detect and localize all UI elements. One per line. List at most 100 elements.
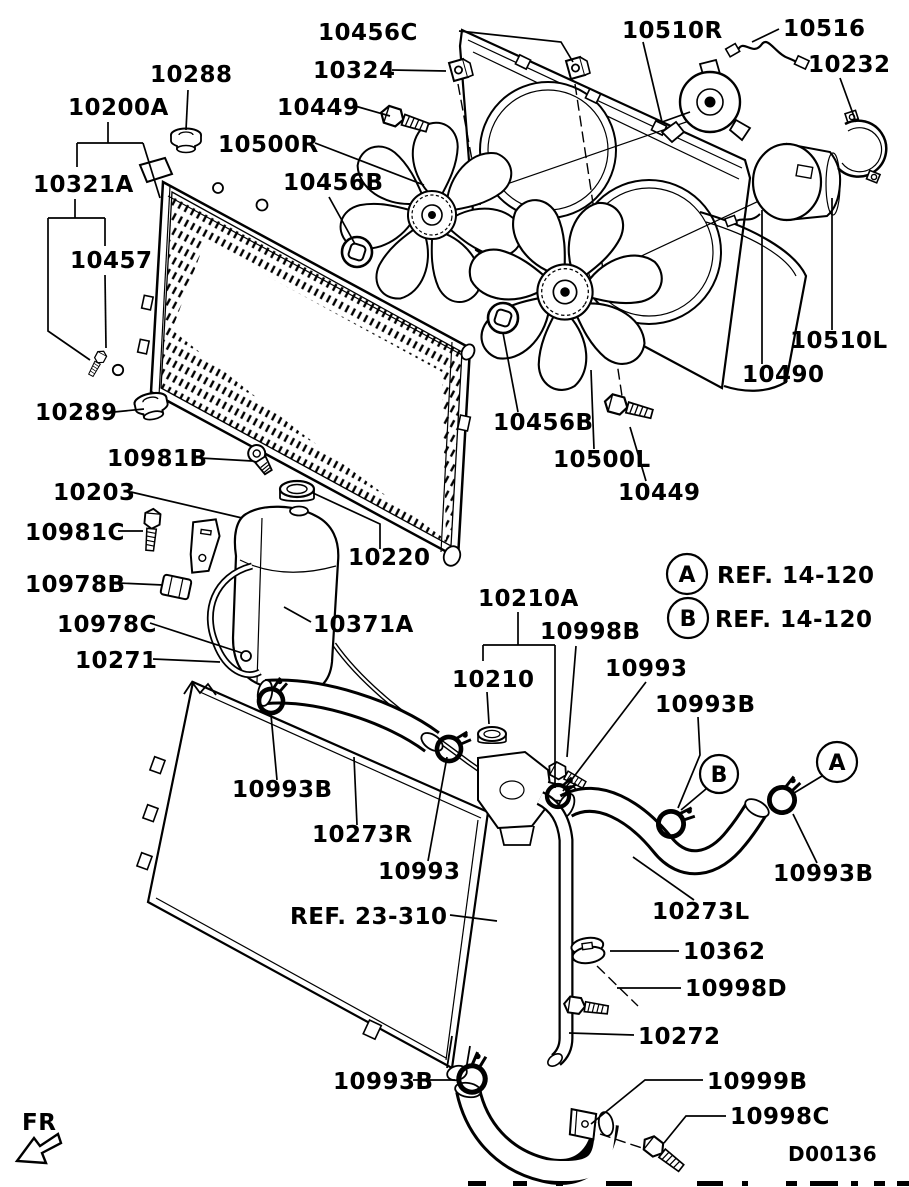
leader-line-10271 (152, 658, 221, 663)
pipe-bracket-10999B (568, 1107, 598, 1141)
leader-line-10220 (312, 492, 381, 549)
part-label-10978B: 10978B (25, 572, 126, 598)
leader-line-10998C (663, 1115, 726, 1144)
part-label-10456C: 10456C (318, 20, 418, 46)
drain-plug-10457 (85, 348, 125, 379)
motor-harness-10516 (724, 41, 811, 71)
part-label-10500R: 10500R (218, 132, 319, 158)
part-label-10516: 10516 (783, 16, 866, 42)
fan-shroud-front-10490 (699, 210, 808, 392)
part-label-10993B: 10993B (333, 1069, 434, 1095)
part-label-10273L: 10273L (652, 899, 750, 925)
leader-line-10324 (391, 69, 447, 72)
bolt-10998C (638, 1131, 688, 1176)
legend-circle-A (665, 552, 709, 596)
part-label-10449: 10449 (277, 95, 360, 121)
part-label-10220: 10220 (348, 545, 431, 571)
part-label-10289: 10289 (35, 400, 118, 426)
leader-line-10978B (117, 582, 164, 586)
leader-line-10993B (677, 716, 701, 809)
grommet-10456B-mid (486, 301, 520, 335)
cooling-fan-right-10500R (337, 118, 530, 309)
part-label-10998D: 10998D (685, 976, 787, 1002)
callout-letter-A: A (828, 751, 845, 776)
leader-line-10993B (270, 714, 278, 781)
leader-line-10289 (113, 408, 145, 413)
part-label-10993B: 10993B (773, 861, 874, 887)
leader-line-10456B (328, 196, 356, 245)
radiator-top-bracket (138, 156, 174, 184)
bottom-cutoff-marks (468, 1181, 909, 1186)
leader-line-10500L (590, 369, 595, 450)
part-label-10998C: 10998C (730, 1104, 830, 1130)
bolt-10449-bottom (601, 391, 656, 424)
leader-line-10273R (353, 756, 358, 826)
part-label-10371A: 10371A (313, 612, 414, 638)
clip-10456C (565, 56, 591, 80)
part-label-10321A: 10321A (33, 172, 134, 198)
leader-line-10993 (427, 756, 448, 862)
part-label-10273R: 10273R (312, 822, 413, 848)
part-label-10203: 10203 (53, 480, 136, 506)
bracket-10203 (189, 518, 221, 574)
assembly-dashed-line2 (599, 1133, 643, 1149)
leader-line-10203 (130, 491, 243, 519)
bolt-10981C (141, 507, 162, 553)
grommet-10289 (132, 389, 172, 424)
part-label-10324: 10324 (313, 58, 396, 84)
leader-line-10449 (629, 426, 647, 482)
bolt-10449-top (377, 103, 432, 137)
part-label-10232: 10232 (808, 52, 891, 78)
water-pipe-10272 (536, 791, 574, 1067)
part-label-10288: 10288 (150, 62, 233, 88)
motor-mounting-ring-10232 (837, 109, 888, 184)
pipe-clamp-10362 (570, 936, 606, 965)
part-label-10200A: 10200A (68, 95, 169, 121)
cooling-fan-left-10500L (461, 192, 666, 394)
fr-arrow-icon (14, 1132, 63, 1165)
callout-leader-B (680, 788, 707, 811)
nipple-10978C (240, 650, 252, 662)
part-label-10978C: 10978C (57, 612, 157, 638)
leader-line-10210 (486, 691, 490, 725)
leader-line-10456C (458, 30, 574, 63)
part-label-10510L: 10510L (790, 328, 888, 354)
fan-motor-left-10510L (723, 142, 842, 228)
part-label-10210A: 10210A (478, 586, 579, 612)
radiator (136, 156, 476, 567)
part-label-10456B: 10456B (283, 170, 384, 196)
part-label-REF. 23-310: REF. 23-310 (290, 904, 448, 930)
part-label-10456B: 10456B (493, 410, 594, 436)
callout-letter-B: B (711, 763, 728, 788)
leader-line-10272 (568, 1032, 635, 1036)
callout-circle-A (815, 740, 859, 784)
part-label-10271: 10271 (75, 648, 158, 674)
leader-line-10200A (142, 142, 161, 199)
part-label-10993B: 10993B (232, 777, 333, 803)
damper-10978B (159, 573, 193, 601)
leader-line-10371A (283, 606, 312, 623)
leader-line-10978C (149, 622, 243, 654)
part-label-10993: 10993 (605, 656, 688, 682)
legend-letter-B: B (680, 607, 697, 632)
radiator-cap-10220 (278, 479, 316, 502)
drawing-code: D00136 (788, 1142, 877, 1166)
legend-ref-text-B: REF. 14-120 (715, 607, 873, 633)
labels-layer: 10456C 10510R 10516 10232 10288 10324 10200A 10… (25, 16, 891, 1144)
leader-line-10456B (502, 332, 519, 413)
leader-line-10981B (199, 457, 253, 462)
leader-line-10993B (792, 813, 818, 864)
assembly-dashed-line (596, 965, 639, 1007)
callout-leader-A (793, 775, 823, 794)
fr-label: FR (22, 1110, 56, 1136)
hose-clamp-10993B-A (766, 776, 805, 815)
leader-line-10999B (590, 1079, 703, 1125)
part-label-10998B: 10998B (540, 619, 641, 645)
front-direction-arrow: FR (14, 1110, 63, 1165)
part-label-10510R: 10510R (622, 18, 723, 44)
leader-line-10457 (104, 274, 107, 349)
leader-line-10998B (566, 645, 577, 758)
leader-line-10273L (632, 856, 695, 901)
grommet-10288 (170, 127, 202, 154)
